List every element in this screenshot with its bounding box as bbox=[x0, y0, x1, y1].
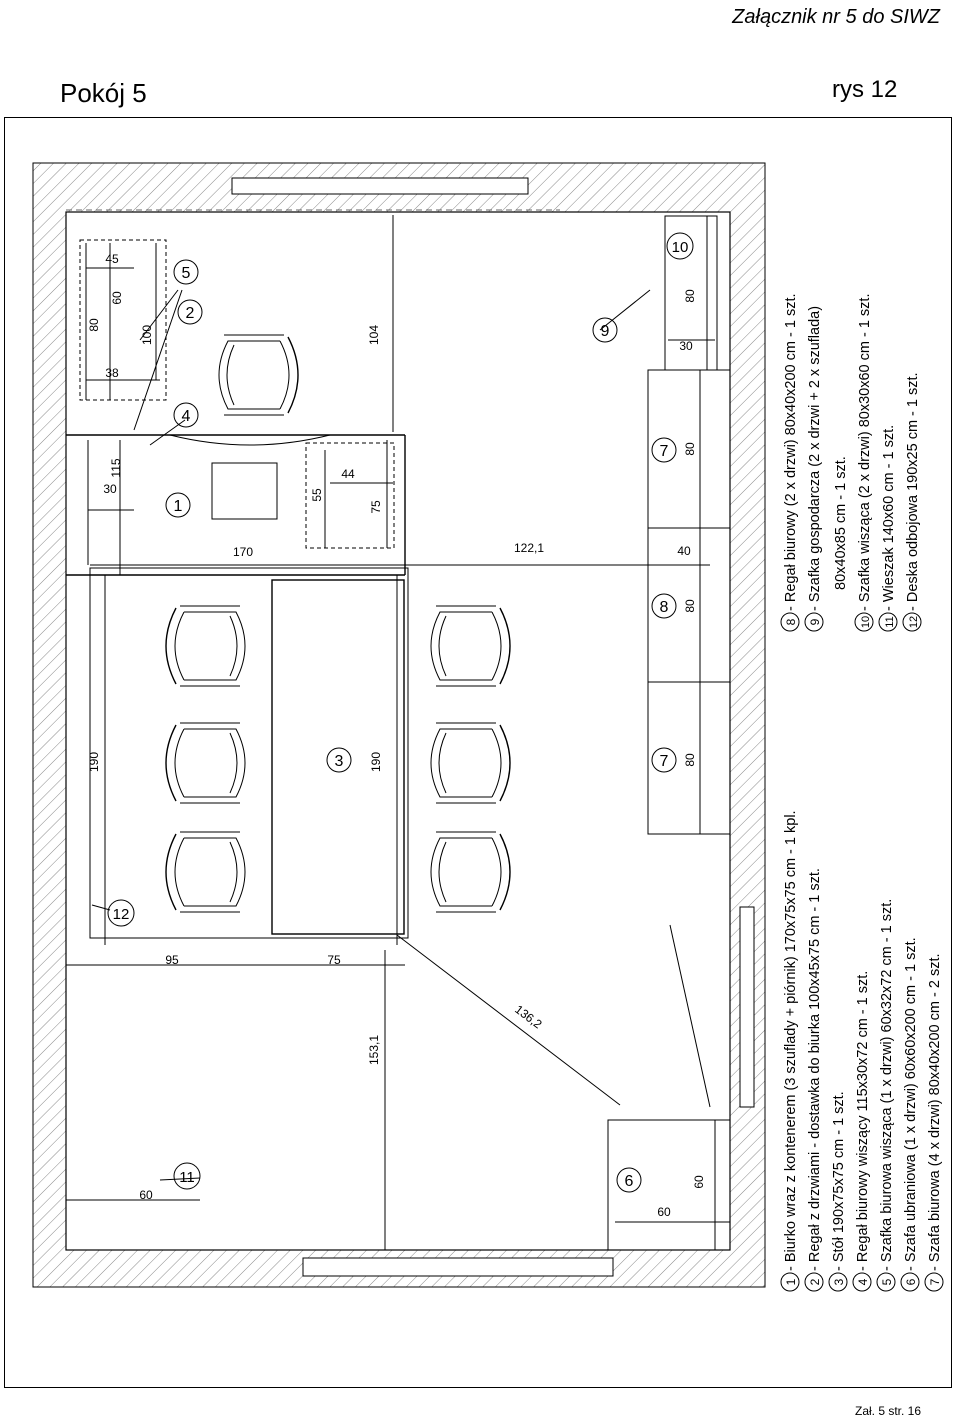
marker-12: 12 bbox=[107, 899, 135, 927]
dim-label: 122,1 bbox=[514, 541, 544, 555]
marker-10: 10 bbox=[666, 232, 694, 260]
marker-7b: 7 bbox=[651, 747, 677, 773]
legend-item: - Szafa biurowa (4 x drzwi) 80x40x200 cm… bbox=[927, 953, 943, 1271]
dim-label: 80 bbox=[683, 753, 697, 767]
dim-label: 60 bbox=[139, 1188, 153, 1202]
marker-5: 5 bbox=[173, 259, 199, 285]
table-3 bbox=[89, 567, 409, 939]
svg-text:8: 8 bbox=[784, 618, 798, 625]
dim-label: 104 bbox=[367, 325, 381, 345]
dim-label: 170 bbox=[233, 545, 253, 559]
room-title: Pokój 5 bbox=[60, 78, 147, 108]
legend-item: - Deska odbojowa 190x25 cm - 1 szt. bbox=[905, 372, 921, 611]
legend: 1 - Biurko wraz z kontenerem (3 szuflady… bbox=[780, 294, 944, 1292]
marker-2: 2 bbox=[177, 299, 203, 325]
marker-1: 1 bbox=[165, 492, 191, 518]
dim-label: 75 bbox=[369, 500, 383, 514]
dim-label: 30 bbox=[103, 482, 117, 496]
svg-text:6: 6 bbox=[904, 1278, 918, 1285]
attachment-header: Załącznik nr 5 do SIWZ bbox=[732, 6, 940, 28]
dim-label: 38 bbox=[105, 366, 119, 380]
dimension-lines bbox=[66, 215, 730, 1250]
legend-item: - Wieszak 140x60 cm - 1 szt. bbox=[881, 425, 897, 611]
marker-4: 4 bbox=[173, 402, 199, 428]
page-footer: Zał. 5 str. 16 bbox=[855, 1404, 922, 1418]
legend-item: - Szafka wisząca (2 x drzwi) 80x30x60 cm… bbox=[857, 294, 873, 612]
legend-item: - Regał biurowy wiszący 115x30x72 cm - 1… bbox=[855, 971, 871, 1271]
desk-1 bbox=[66, 434, 406, 576]
cabinet-2 bbox=[79, 239, 167, 401]
item-markers: 1 2 3 4 5 6 7 7 8 9 10 11 12 bbox=[107, 232, 694, 1193]
svg-text:7: 7 bbox=[660, 753, 669, 770]
window-top bbox=[231, 177, 529, 195]
legend-item: - Stół 190x75x75 cm - 1 szt. bbox=[831, 1091, 847, 1271]
marker-11: 11 bbox=[173, 1162, 201, 1190]
svg-text:1: 1 bbox=[174, 498, 183, 515]
dim-label: 80 bbox=[683, 599, 697, 613]
cabinets-right bbox=[607, 215, 731, 1251]
svg-text:9: 9 bbox=[808, 618, 822, 625]
dim-label: 190 bbox=[87, 752, 101, 772]
svg-text:2: 2 bbox=[186, 305, 195, 322]
svg-text:7: 7 bbox=[928, 1278, 942, 1285]
dim-label: 80 bbox=[683, 289, 697, 303]
window-bottom bbox=[302, 1257, 614, 1277]
legend-item: - Szafa ubraniowa (1 x drzwi) 60x60x200 … bbox=[903, 937, 919, 1271]
svg-text:3: 3 bbox=[832, 1278, 846, 1285]
svg-text:7: 7 bbox=[660, 443, 669, 460]
legend-item: - Regał biurowy (2 x drzwi) 80x40x200 cm… bbox=[783, 294, 799, 612]
svg-text:5: 5 bbox=[880, 1278, 894, 1285]
board-12 bbox=[739, 906, 755, 1108]
legend-item: - Biurko wraz z kontenerem (3 szuflady +… bbox=[783, 810, 799, 1271]
svg-text:11: 11 bbox=[884, 616, 896, 627]
marker-6: 6 bbox=[616, 1167, 642, 1193]
svg-text:3: 3 bbox=[335, 753, 344, 770]
marker-7a: 7 bbox=[651, 437, 677, 463]
dim-label: 80 bbox=[683, 442, 697, 456]
svg-text:11: 11 bbox=[179, 1169, 195, 1186]
svg-text:1: 1 bbox=[784, 1278, 798, 1285]
marker-9: 9 bbox=[592, 317, 618, 343]
dim-label: 115 bbox=[109, 458, 123, 477]
dim-label: 60 bbox=[692, 1175, 706, 1189]
dim-label: 60 bbox=[110, 291, 124, 305]
svg-text:10: 10 bbox=[672, 239, 689, 256]
dim-label: 45 bbox=[105, 252, 119, 266]
svg-text:5: 5 bbox=[182, 265, 191, 282]
svg-text:6: 6 bbox=[625, 1173, 634, 1190]
legend-item: 80x40x85 cm - 1 szt. bbox=[833, 456, 849, 590]
dim-label: 55 bbox=[310, 488, 324, 502]
legend-item: - Szafka gospodarcza (2 x drzwi + 2 x sz… bbox=[807, 306, 823, 611]
dim-label: 153,1 bbox=[367, 1035, 381, 1065]
svg-text:4: 4 bbox=[182, 408, 191, 425]
dim-label: 80 bbox=[87, 318, 101, 332]
svg-text:8: 8 bbox=[660, 599, 669, 616]
drawing-frame bbox=[4, 117, 952, 1388]
dim-label: 30 bbox=[679, 339, 693, 353]
marker-8: 8 bbox=[651, 593, 677, 619]
figure-number: rys 12 bbox=[832, 76, 898, 103]
marker-3: 3 bbox=[326, 747, 352, 773]
svg-text:10: 10 bbox=[860, 616, 872, 628]
svg-text:9: 9 bbox=[601, 323, 610, 340]
dim-label: 190 bbox=[369, 752, 383, 772]
walls bbox=[32, 162, 766, 1288]
legend-item: - Szafka biurowa wisząca (1 x drzwi) 60x… bbox=[879, 899, 895, 1271]
dim-label: 60 bbox=[657, 1205, 671, 1219]
legend-item: - Regał z drzwiami - dostawka do biurka … bbox=[807, 868, 823, 1271]
dim-label: 44 bbox=[341, 467, 355, 481]
svg-text:12: 12 bbox=[113, 906, 130, 923]
dim-label: 75 bbox=[327, 953, 341, 967]
dim-label: 95 bbox=[165, 953, 179, 967]
svg-text:4: 4 bbox=[856, 1278, 870, 1285]
svg-text:2: 2 bbox=[808, 1278, 822, 1285]
dim-label: 40 bbox=[677, 544, 691, 558]
svg-text:12: 12 bbox=[908, 616, 920, 628]
dim-label: 100 bbox=[140, 325, 154, 345]
